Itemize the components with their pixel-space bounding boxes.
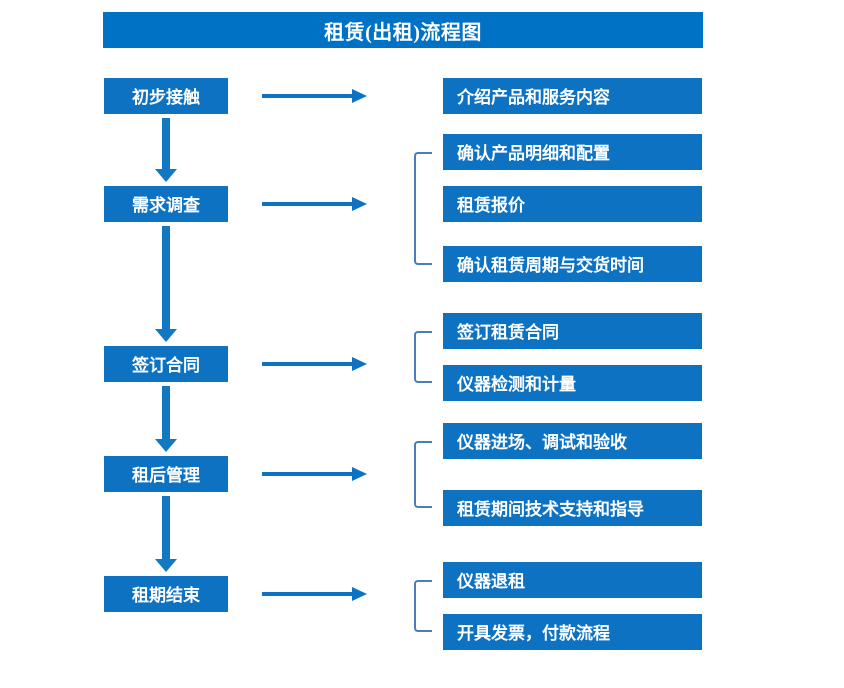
group-bracket-qiandinghetong xyxy=(414,331,432,383)
output-node-kaijufapiao[interactable]: 开具发票，付款流程 xyxy=(443,614,702,650)
stage-node-zuhouguanli[interactable]: 租后管理 xyxy=(104,456,228,492)
output-node-zulinqijianjishu[interactable]: 租赁期间技术支持和指导 xyxy=(443,490,702,526)
branch-arrow-right-1 xyxy=(262,87,367,105)
stage-node-zuqijieshu[interactable]: 租期结束 xyxy=(104,576,228,612)
branch-arrow-right-5 xyxy=(262,585,367,603)
branch-arrow-right-3 xyxy=(262,355,367,373)
diagram-title: 租赁(出租)流程图 xyxy=(103,12,703,48)
flow-arrow-down-3 xyxy=(155,386,177,452)
output-node-yiqijianceheliliang[interactable]: 仪器检测和计量 xyxy=(443,365,702,401)
flow-arrow-down-2 xyxy=(155,226,177,342)
output-node-jieshaochanpin[interactable]: 介绍产品和服务内容 xyxy=(443,78,702,114)
group-bracket-zuqijieshu xyxy=(414,580,432,632)
output-node-yiqituizu[interactable]: 仪器退租 xyxy=(443,562,702,598)
flow-arrow-down-1 xyxy=(155,118,177,182)
branch-arrow-right-2 xyxy=(262,195,367,213)
output-node-zulinbaojia[interactable]: 租赁报价 xyxy=(443,186,702,222)
stage-node-xuqiudiaocha[interactable]: 需求调查 xyxy=(104,186,228,222)
stage-node-chubujiechu[interactable]: 初步接触 xyxy=(104,78,228,114)
branch-arrow-right-4 xyxy=(262,465,367,483)
stage-node-qiandinghetong[interactable]: 签订合同 xyxy=(104,346,228,382)
output-node-yiqijinchang[interactable]: 仪器进场、调试和验收 xyxy=(443,423,702,459)
output-node-querenchanpinmingxi[interactable]: 确认产品明细和配置 xyxy=(443,134,702,170)
output-node-querenzulinzhouqi[interactable]: 确认租赁周期与交货时间 xyxy=(443,246,702,282)
group-bracket-xuqiudiaocha xyxy=(414,152,432,265)
group-bracket-zuhouguanli xyxy=(414,441,432,508)
output-node-qiandingzulinhetong[interactable]: 签订租赁合同 xyxy=(443,313,702,349)
flow-arrow-down-4 xyxy=(155,496,177,572)
